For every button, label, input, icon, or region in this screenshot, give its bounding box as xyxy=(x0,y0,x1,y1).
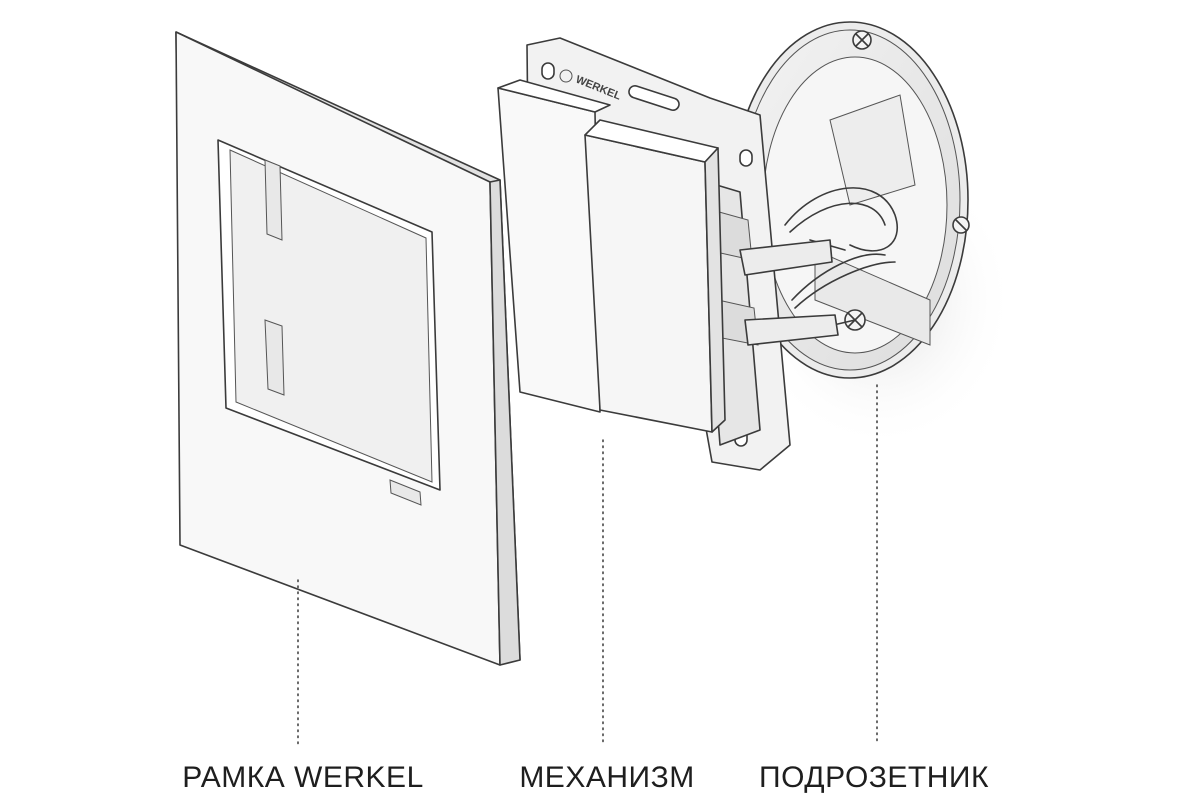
label-mechanism: МЕХАНИЗМ xyxy=(519,761,695,794)
mounting-box xyxy=(731,21,1015,450)
label-mounting-box: ПОДРОЗЕТНИК xyxy=(759,761,989,794)
screw-right xyxy=(952,216,970,234)
screw-top xyxy=(852,30,872,50)
mechanism: WERKEL xyxy=(497,37,839,471)
frame xyxy=(175,31,521,666)
rocker-key-right xyxy=(584,134,713,433)
brand-logo-icon xyxy=(559,69,573,83)
label-frame: РАМКА WERKEL xyxy=(182,761,424,794)
